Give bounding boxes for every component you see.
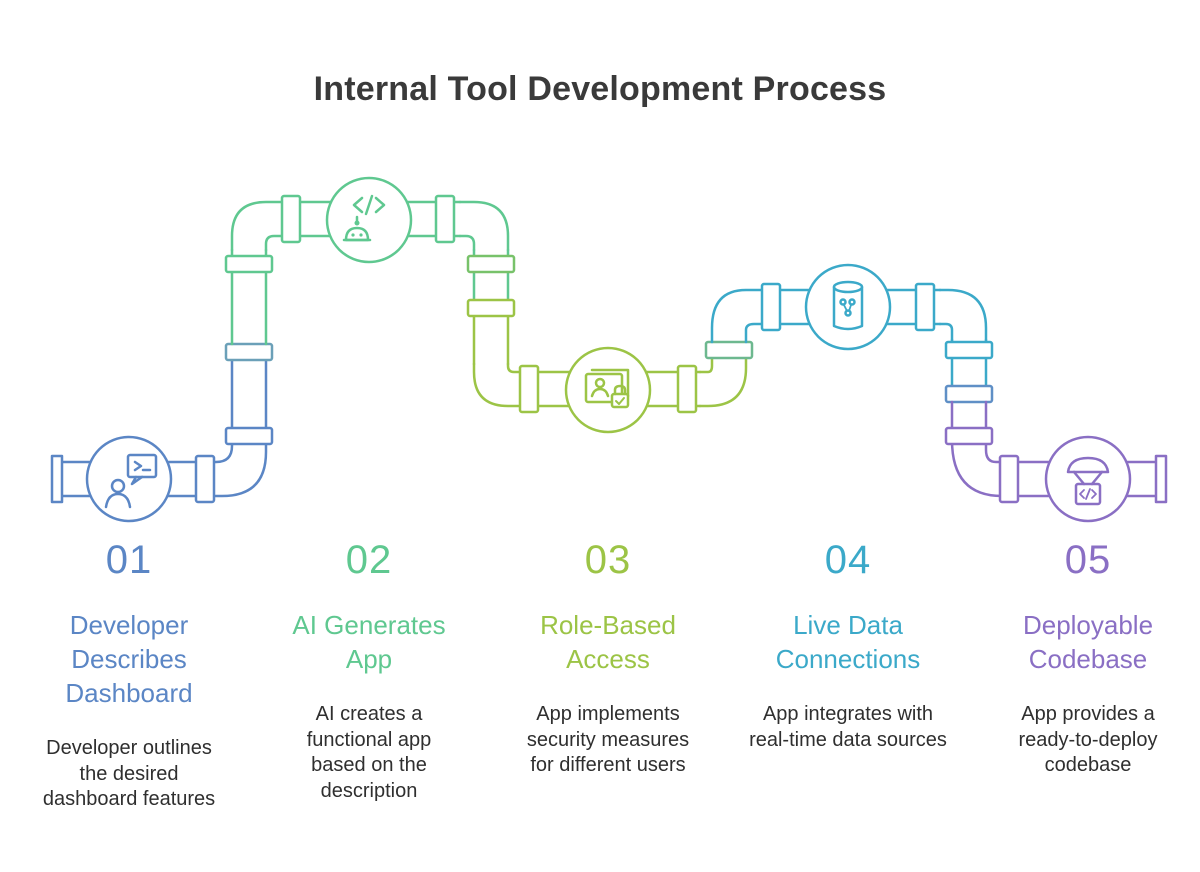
page-title: Internal Tool Development Process — [313, 70, 887, 108]
pipe-coupling — [194, 454, 216, 504]
pipe-coupling — [434, 194, 456, 244]
developer-speech-icon — [85, 435, 173, 523]
database-network-icon — [804, 263, 892, 351]
pipe-coupling — [944, 340, 994, 360]
step-label: Live Data Connections — [775, 610, 921, 674]
pipe-coupling — [224, 254, 274, 274]
pipe-coupling — [760, 282, 782, 332]
pipe-coupling — [944, 384, 994, 404]
step-01: 01 Developer Describes Dashboard Develop… — [24, 540, 234, 813]
step-label: AI Generates App — [292, 610, 446, 674]
pipe-flange — [50, 454, 64, 504]
pipe-coupling — [914, 282, 936, 332]
step-label: Developer Describes Dashboard — [65, 610, 193, 708]
pipe-coupling — [944, 426, 994, 446]
pipeline-diagram — [50, 176, 1168, 523]
user-lock-icon — [564, 346, 652, 434]
pipe-coupling — [466, 298, 516, 318]
robot-code-icon — [325, 176, 413, 264]
step-number: 01 — [105, 538, 153, 582]
step-number: 04 — [824, 538, 872, 582]
step-description: App implements security measures for dif… — [526, 703, 690, 776]
step-number: 05 — [1064, 538, 1112, 582]
step-05: 05 Deployable Codebase App provides a re… — [983, 540, 1193, 779]
step-description: AI creates a functional app based on the… — [306, 703, 432, 802]
pipe-coupling — [704, 340, 754, 360]
pipe-coupling — [676, 364, 698, 414]
package-code-icon — [1044, 435, 1132, 523]
pipe-coupling — [224, 426, 274, 446]
step-description: App provides a ready-to-deploy codebase — [1018, 703, 1158, 776]
step-number: 02 — [345, 538, 393, 582]
pipe-coupling — [518, 364, 540, 414]
step-label: Role-Based Access — [540, 610, 676, 674]
step-description: App integrates with real-time data sourc… — [749, 703, 947, 751]
step-number: 03 — [584, 538, 632, 582]
pipe-coupling — [280, 194, 302, 244]
pipe-coupling — [998, 454, 1020, 504]
step-label: Deployable Codebase — [1022, 610, 1154, 674]
pipe-coupling — [224, 342, 274, 362]
step-description: Developer outlines the desired dashboard… — [42, 737, 216, 810]
pipe-flange — [1154, 454, 1168, 504]
pipe-coupling — [466, 254, 516, 274]
step-02: 02 AI Generates App AI creates a functio… — [264, 540, 474, 804]
step-03: 03 Role-Based Access App implements secu… — [503, 540, 713, 779]
step-04: 04 Live Data Connections App integrates … — [743, 540, 953, 753]
